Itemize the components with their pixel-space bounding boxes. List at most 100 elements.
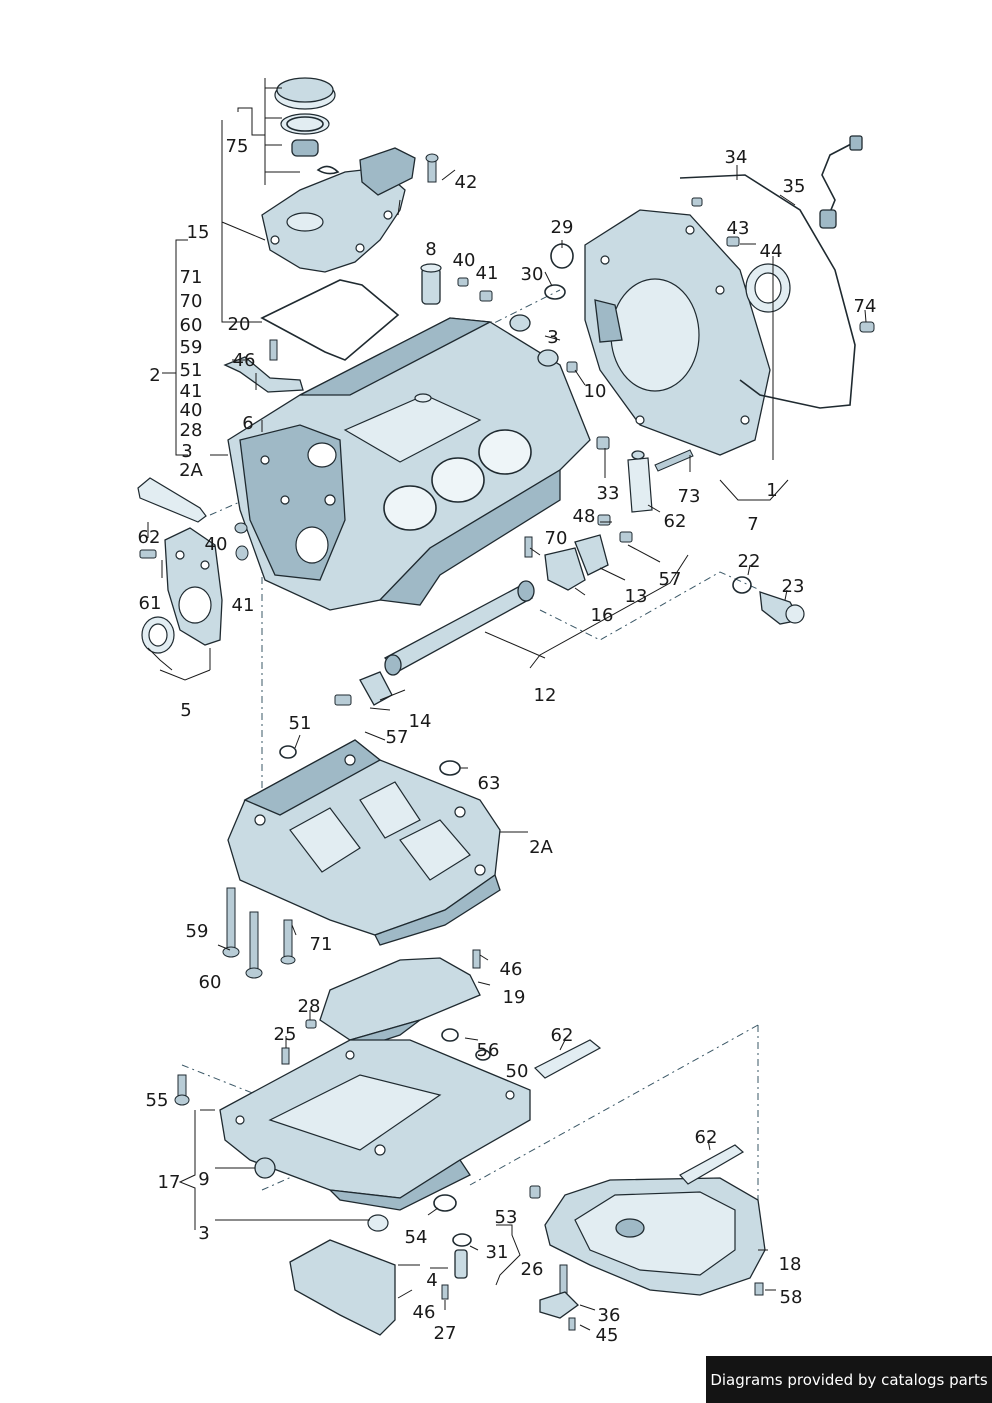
callout-14: 14 xyxy=(409,711,432,732)
callout-48: 48 xyxy=(573,506,596,527)
callout-45: 45 xyxy=(596,1325,619,1346)
callout-70: 70 xyxy=(180,291,203,312)
callout-12: 12 xyxy=(534,685,557,706)
callout-6: 6 xyxy=(242,413,253,434)
callout-63: 63 xyxy=(478,773,501,794)
callout-51: 51 xyxy=(180,360,203,381)
callout-40: 40 xyxy=(453,250,476,271)
callout-28: 28 xyxy=(180,420,203,441)
breather-housing-assembly xyxy=(261,77,439,273)
upper-oil-pan xyxy=(174,1039,531,1232)
callout-36: 36 xyxy=(598,1305,621,1326)
callout-46: 46 xyxy=(413,1302,436,1323)
callout-1: 1 xyxy=(766,480,777,501)
callout-46: 46 xyxy=(233,350,256,371)
callout-13: 13 xyxy=(625,586,648,607)
rear-cover-housing xyxy=(584,209,771,456)
callout-10: 10 xyxy=(584,381,607,402)
bedplate-lower-crankcase xyxy=(227,739,501,946)
sealant-tube xyxy=(533,1039,602,1079)
guide-pin-and-sealant xyxy=(627,449,694,513)
callout-33: 33 xyxy=(597,483,620,504)
callout-44: 44 xyxy=(760,241,783,262)
callout-26: 26 xyxy=(521,1259,544,1280)
callout-22: 22 xyxy=(738,551,761,572)
oil-level-sensor xyxy=(441,1233,472,1300)
callout-3: 3 xyxy=(181,441,192,462)
callout-30: 30 xyxy=(521,264,544,285)
callout-46: 46 xyxy=(500,959,523,980)
wiring-harness xyxy=(819,135,863,229)
callout-27: 27 xyxy=(434,1323,457,1344)
callout-2A: 2A xyxy=(179,460,203,481)
cylinder-block xyxy=(227,317,591,611)
callout-75: 75 xyxy=(226,136,249,157)
callout-29: 29 xyxy=(551,217,574,238)
callout-58: 58 xyxy=(780,1287,803,1308)
callout-41: 41 xyxy=(476,263,499,284)
callout-57: 57 xyxy=(659,569,682,590)
callout-60: 60 xyxy=(199,972,222,993)
callout-25: 25 xyxy=(274,1024,297,1045)
callout-5: 5 xyxy=(180,700,191,721)
balance-shaft-assembly xyxy=(334,514,633,706)
o-ring xyxy=(433,1194,457,1212)
callout-62: 62 xyxy=(695,1127,718,1148)
callout-28: 28 xyxy=(298,996,321,1017)
callout-15: 15 xyxy=(187,222,210,243)
callout-labels: 75 42 15 71 70 60 59 51 41 40 28 3 2A 2 … xyxy=(138,136,877,1346)
windage-tray xyxy=(289,1239,396,1336)
callout-70: 70 xyxy=(545,528,568,549)
callout-62: 62 xyxy=(138,527,161,548)
callout-51: 51 xyxy=(289,713,312,734)
callout-42: 42 xyxy=(455,172,478,193)
callout-2A: 2A xyxy=(529,837,553,858)
callout-20: 20 xyxy=(228,314,251,335)
callout-7: 7 xyxy=(747,514,758,535)
credit-badge: Diagrams provided by catalogs parts xyxy=(706,1356,992,1403)
callout-40: 40 xyxy=(205,534,228,555)
callout-54: 54 xyxy=(405,1227,428,1248)
callout-60: 60 xyxy=(180,315,203,336)
callout-17: 17 xyxy=(158,1172,181,1193)
callout-59: 59 xyxy=(180,337,203,358)
block-plugs xyxy=(509,314,610,450)
callout-59: 59 xyxy=(186,921,209,942)
callout-71: 71 xyxy=(180,267,203,288)
callout-31: 31 xyxy=(486,1242,509,1263)
front-timing-cover xyxy=(139,522,249,654)
housing-gasket xyxy=(260,279,400,361)
main-bearing-bolts xyxy=(222,887,296,979)
sealant-tube xyxy=(679,1144,745,1185)
callout-3: 3 xyxy=(198,1223,209,1244)
callout-71: 71 xyxy=(310,934,333,955)
callout-18: 18 xyxy=(779,1254,802,1275)
sealant-tube xyxy=(137,477,207,523)
bracket xyxy=(223,339,304,393)
credit-text: Diagrams provided by catalogs parts xyxy=(710,1370,988,1389)
callout-9: 9 xyxy=(198,1169,209,1190)
callout-55: 55 xyxy=(146,1090,169,1111)
callout-35: 35 xyxy=(783,176,806,197)
callout-62: 62 xyxy=(664,511,687,532)
callout-73: 73 xyxy=(678,486,701,507)
callout-43: 43 xyxy=(727,218,750,239)
callout-2: 2 xyxy=(149,365,160,386)
callout-8: 8 xyxy=(425,239,436,260)
callout-74: 74 xyxy=(854,296,877,317)
callout-3: 3 xyxy=(547,327,558,348)
callout-50: 50 xyxy=(506,1061,529,1082)
leader-lines xyxy=(147,78,867,1331)
callout-19: 19 xyxy=(503,987,526,1008)
rear-cover-gasket xyxy=(679,174,856,409)
rear-seal-and-fasteners xyxy=(691,197,875,333)
callout-4: 4 xyxy=(426,1270,437,1291)
callout-57: 57 xyxy=(386,727,409,748)
callout-41: 41 xyxy=(180,381,203,402)
drain-plug-right xyxy=(732,576,805,625)
callout-53: 53 xyxy=(495,1207,518,1228)
callout-41: 41 xyxy=(232,595,255,616)
callout-56: 56 xyxy=(477,1040,500,1061)
callout-23: 23 xyxy=(782,576,805,597)
